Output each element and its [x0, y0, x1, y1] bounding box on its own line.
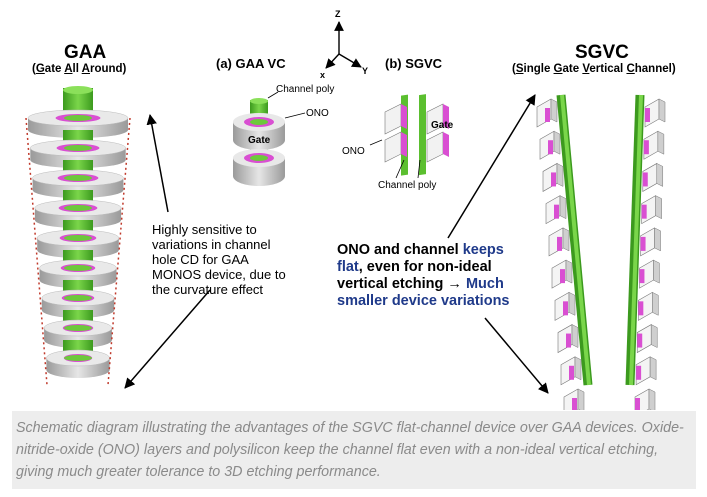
sgvc-gate-block [634, 388, 656, 410]
arrow-to-sgvc-top [447, 94, 536, 239]
panel-a-channel-poly-label: Channel poly [276, 84, 335, 95]
sgvc-gate-block [536, 98, 558, 128]
sgvc-gate-block [426, 103, 449, 135]
arrow-to-gaa-top [146, 113, 169, 213]
axis-y-label: Y [362, 66, 369, 76]
sgvc-stacks [536, 94, 666, 410]
gaa-vc-cell [233, 91, 306, 186]
gaa-stack [25, 86, 131, 386]
sgvc-gate-block [557, 324, 579, 354]
sgvc-title: SGVC [575, 42, 629, 63]
sgvc-gate-block [640, 227, 661, 257]
axes-triad [325, 21, 362, 69]
sgvc-gate-block [641, 195, 662, 225]
panel-b-ono-label: ONO [342, 146, 365, 157]
sgvc-gate-block [638, 291, 659, 321]
gaa-gate-disk [39, 259, 117, 300]
sgvc-gate-block [426, 131, 449, 163]
gaa-gate-disk [34, 199, 122, 240]
axis-z-label: Z [335, 9, 341, 19]
sgvc-gate-block [560, 356, 582, 386]
sgvc-gate-block [635, 356, 657, 386]
sgvc-gate-block [551, 259, 573, 289]
gaa-subtitle: (Gate All Around) [32, 63, 127, 75]
sgvc-gate-block [639, 259, 660, 289]
panel-b-channel-poly-label: Channel poly [378, 180, 437, 191]
diagram-art [25, 21, 666, 410]
sgvc-gate-block [563, 388, 585, 410]
sgvc-gate-block [542, 162, 564, 192]
sgvc-gate-block [636, 324, 658, 354]
arrow-to-sgvc-bottom [484, 317, 549, 394]
sgvc-gate-block [642, 162, 664, 192]
gaa-note: Highly sensitive to variations in channe… [152, 222, 286, 297]
sgvc-subtitle: (Single Gate Vertical Channel) [512, 63, 676, 75]
axis-x-label: x [320, 70, 326, 80]
sgvc-note: ONO and channel keeps flat, even for non… [337, 242, 510, 309]
gaa-gate-disk [32, 169, 124, 210]
sgvc-gate-block [384, 131, 407, 163]
panel-b-gate-label: Gate [431, 120, 454, 131]
sgvc-gate-block [644, 98, 666, 128]
sgvc-gate-block [545, 195, 567, 225]
gaa-title: GAA [64, 42, 107, 63]
sgvc-gate-block [384, 103, 407, 135]
figure: GAA (Gate All Around) (a) GAA VC Channel… [25, 9, 676, 410]
sgvc-gate-block [554, 291, 576, 321]
gaa-gate-disk [46, 349, 110, 378]
panel-a-gate-label: Gate [248, 135, 271, 146]
panel-a-title: (a) GAA VC [216, 56, 286, 71]
panel-a-ono-label: ONO [306, 108, 329, 119]
caption-text: Schematic diagram illustrating the advan… [16, 420, 684, 480]
sgvc-cell [369, 94, 449, 179]
sgvc-gate-block [548, 227, 570, 257]
panel-b-title: (b) SGVC [385, 56, 443, 71]
figure-caption: Schematic diagram illustrating the advan… [12, 411, 696, 489]
arrow-to-gaa-bottom [124, 289, 211, 389]
sgvc-gate-block [643, 130, 665, 160]
gaa-gate-disk [43, 319, 113, 360]
sgvc-gate-block [539, 130, 561, 160]
